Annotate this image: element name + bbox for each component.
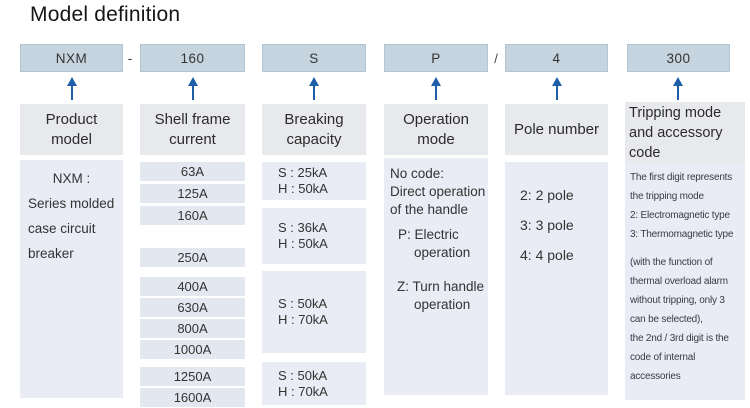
- tripping-line: 2: Electromagnetic type: [630, 210, 730, 221]
- operation-line: Z: Turn handle: [397, 279, 485, 294]
- model-segment-breaking: S: [262, 44, 366, 72]
- tripping-line: the 2nd / 3rd digit is the: [630, 333, 729, 344]
- up-arrow-icon: [66, 77, 77, 100]
- operation-line: Direct operation: [390, 184, 486, 199]
- operation-line: of the handle: [390, 202, 469, 217]
- capacity-line: H : 50kA: [278, 236, 328, 251]
- breaking-capacity-group: S : 50kA H : 70kA: [262, 271, 366, 353]
- up-arrow-icon: [309, 77, 319, 100]
- frame-current-option: 1000A: [140, 340, 245, 359]
- header-operation-mode: Operation mode: [384, 104, 488, 155]
- arrow-stem: [435, 86, 437, 100]
- tripping-line: 3: Thermomagnetic type: [630, 229, 734, 240]
- arrow-stem: [191, 86, 194, 100]
- arrow-head: [309, 77, 319, 86]
- operation-line: No code:: [390, 166, 445, 181]
- frame-current-list: 63A 125A 160A 250A 400A 630A 800A 1000A …: [140, 162, 245, 407]
- header-pole-number: Pole number: [505, 104, 608, 155]
- tripping-line: thermal overload alarm: [630, 276, 728, 287]
- column-breaking-capacity: S Breaking capacity S : 25kA H : 50kA S …: [262, 0, 366, 408]
- model-segment-frame: 160: [140, 44, 245, 72]
- up-arrow-icon: [431, 77, 441, 100]
- column-operation-mode: P Operation mode No code: Direct operati…: [384, 0, 488, 408]
- frame-current-option: 160A: [140, 206, 245, 225]
- up-arrow-icon: [673, 77, 683, 100]
- header-shell-frame-current: Shell frame current: [140, 104, 245, 155]
- arrow-stem: [70, 86, 73, 100]
- column-pole-number: 4 Pole number 2: 2 pole 3: 3 pole 4: 4 p…: [505, 0, 608, 408]
- capacity-line: S : 50kA: [278, 296, 328, 311]
- frame-current-option: 800A: [140, 319, 245, 338]
- tripping-line: (with the function of: [630, 257, 713, 268]
- description-line: breaker: [28, 246, 74, 261]
- frame-current-option: 63A: [140, 162, 245, 181]
- page-title: Model definition: [30, 3, 181, 26]
- arrow-head: [673, 77, 683, 86]
- capacity-line: S : 36kA: [278, 220, 328, 235]
- capacity-line: H : 50kA: [278, 181, 328, 196]
- up-arrow-icon: [551, 77, 562, 100]
- arrow-stem: [555, 86, 558, 100]
- model-segment-poles: 4: [505, 44, 608, 72]
- header-breaking-capacity: Breaking capacity: [262, 104, 366, 155]
- frame-current-option: 125A: [140, 184, 245, 203]
- pole-number-box: 2: 2 pole 3: 3 pole 4: 4 pole: [505, 162, 608, 395]
- pole-option: 3: 3 pole: [520, 217, 574, 233]
- operation-line: operation: [414, 245, 471, 260]
- tripping-line: The first digit represents: [630, 172, 733, 183]
- header-product-model: Product model: [20, 104, 123, 155]
- frame-current-option: 630A: [140, 298, 245, 317]
- arrow-stem: [677, 86, 679, 100]
- tripping-line: code of internal: [630, 352, 696, 363]
- description-line: case circuit: [28, 221, 96, 236]
- frame-current-option: 400A: [140, 277, 245, 296]
- capacity-line: H : 70kA: [278, 312, 328, 327]
- arrow-head: [66, 77, 77, 86]
- operation-line: operation: [414, 297, 471, 312]
- capacity-line: H : 70kA: [278, 383, 328, 399]
- product-description-box: NXM : Series molded case circuit breaker: [20, 160, 123, 398]
- operation-line: P: Electric: [398, 227, 459, 242]
- description-line: NXM :: [52, 171, 91, 186]
- frame-current-option: 1250A: [140, 367, 245, 386]
- arrow-stem: [313, 86, 315, 100]
- arrow-head: [551, 77, 562, 86]
- slash-separator: /: [494, 50, 498, 66]
- arrow-head: [187, 77, 198, 86]
- breaking-capacity-group: S : 50kA H : 70kA: [262, 362, 366, 405]
- capacity-line: S : 50kA: [278, 367, 328, 383]
- model-segment-operation: P: [384, 44, 488, 72]
- column-tripping-mode: 300 Tripping mode and accessory code The…: [625, 0, 745, 408]
- operation-mode-box: No code: Direct operation of the handle …: [384, 158, 488, 395]
- pole-option: 2: 2 pole: [520, 187, 574, 203]
- capacity-line: S : 25kA: [278, 165, 328, 180]
- arrow-head: [431, 77, 441, 86]
- pole-option: 4: 4 pole: [520, 247, 574, 263]
- up-arrow-icon: [187, 77, 198, 100]
- tripping-line: can be selected),: [630, 314, 703, 325]
- tripping-line: without tripping, only 3: [630, 295, 725, 306]
- model-segment-tripping: 300: [627, 44, 730, 72]
- column-shell-frame-current: 160 Shell frame current 63A 125A 160A 25…: [140, 0, 245, 408]
- tripping-line: accessories: [630, 371, 681, 382]
- tripping-mode-box: The first digit represents the tripping …: [625, 162, 745, 400]
- description-line: Series molded: [28, 196, 115, 211]
- breaking-capacity-group: S : 36kA H : 50kA: [262, 208, 366, 264]
- model-segment-product: NXM: [20, 44, 123, 72]
- tripping-line: the tripping mode: [630, 191, 704, 202]
- column-product-model: NXM Product model NXM : Series molded ca…: [20, 0, 123, 408]
- breaking-capacity-group: S : 25kA H : 50kA: [262, 162, 366, 200]
- dash-separator: -: [127, 50, 133, 66]
- frame-current-option: 1600A: [140, 388, 245, 407]
- frame-current-option: 250A: [140, 248, 245, 267]
- header-tripping-mode: Tripping mode and accessory code: [625, 102, 745, 164]
